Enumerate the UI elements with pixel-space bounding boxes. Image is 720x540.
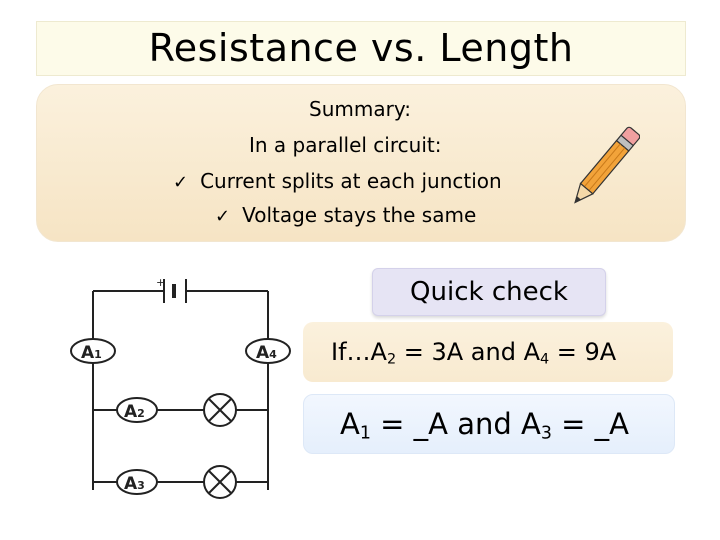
ammeter-a2: A2 — [116, 397, 158, 423]
check-icon: ✓ — [215, 206, 231, 227]
check-icon: ✓ — [173, 172, 189, 193]
summary-point-text: Voltage stays the same — [242, 203, 477, 227]
ammeter-a1: A1 — [70, 338, 116, 364]
a3-subscript: 3 — [540, 423, 552, 444]
summary-point-text: Current splits at each junction — [200, 169, 502, 193]
summary-subheading: In a parallel circuit: — [249, 133, 442, 157]
question-panel: A1 = _A and A3 = _A — [303, 394, 675, 454]
ammeter-a3: A3 — [116, 469, 158, 495]
svg-text:A2: A2 — [124, 402, 145, 422]
meter-letter: A — [124, 474, 138, 494]
meter-letter: A — [81, 343, 95, 363]
meter-subscript: 1 — [94, 348, 102, 361]
given-a4-rest: = 9A — [549, 338, 617, 366]
ammeter-a4: A4 — [245, 338, 291, 364]
svg-text:A3: A3 — [124, 474, 145, 494]
a2-subscript: 2 — [386, 351, 397, 368]
a4-subscript: 4 — [540, 351, 550, 368]
summary-point-1: ✓ Current splits at each junction — [173, 169, 502, 195]
lamp-icon — [203, 393, 237, 427]
quick-check-label: Quick check — [372, 268, 606, 316]
meter-subscript: 3 — [137, 479, 145, 492]
svg-text:A1: A1 — [81, 343, 102, 363]
quick-check-text: Quick check — [410, 277, 568, 307]
given-values-panel: If…A2 = 3A and A4 = 9A — [303, 322, 673, 382]
summary-point-2: ✓ Voltage stays the same — [215, 203, 476, 229]
given-a2-rest: = 3A and A — [396, 338, 540, 366]
meter-subscript: 4 — [269, 348, 277, 361]
summary-panel: Summary: In a parallel circuit: ✓ Current… — [36, 84, 686, 242]
title-banner: Resistance vs. Length — [36, 21, 686, 76]
slide-title: Resistance vs. Length — [148, 26, 574, 70]
question-a1-rest: = _A and A — [370, 407, 541, 441]
question-a1: A — [340, 407, 360, 441]
battery-plus-sign: + — [156, 276, 165, 289]
lamp-icon — [203, 465, 237, 499]
question-text: A1 = _A and A3 = _A — [340, 395, 629, 453]
parallel-circuit-diagram: + A1 A4 A2 A3 — [70, 276, 291, 499]
meter-letter: A — [256, 343, 270, 363]
summary-heading: Summary: — [309, 97, 411, 121]
pencil-icon — [574, 126, 640, 204]
svg-text:A4: A4 — [256, 343, 277, 363]
given-values-text: If…A2 = 3A and A4 = 9A — [331, 322, 616, 382]
meter-subscript: 2 — [137, 407, 145, 420]
a1-subscript: 1 — [359, 423, 371, 444]
meter-letter: A — [124, 402, 138, 422]
question-a3-rest: = _A — [551, 407, 629, 441]
given-prefix: If…A — [331, 338, 387, 366]
